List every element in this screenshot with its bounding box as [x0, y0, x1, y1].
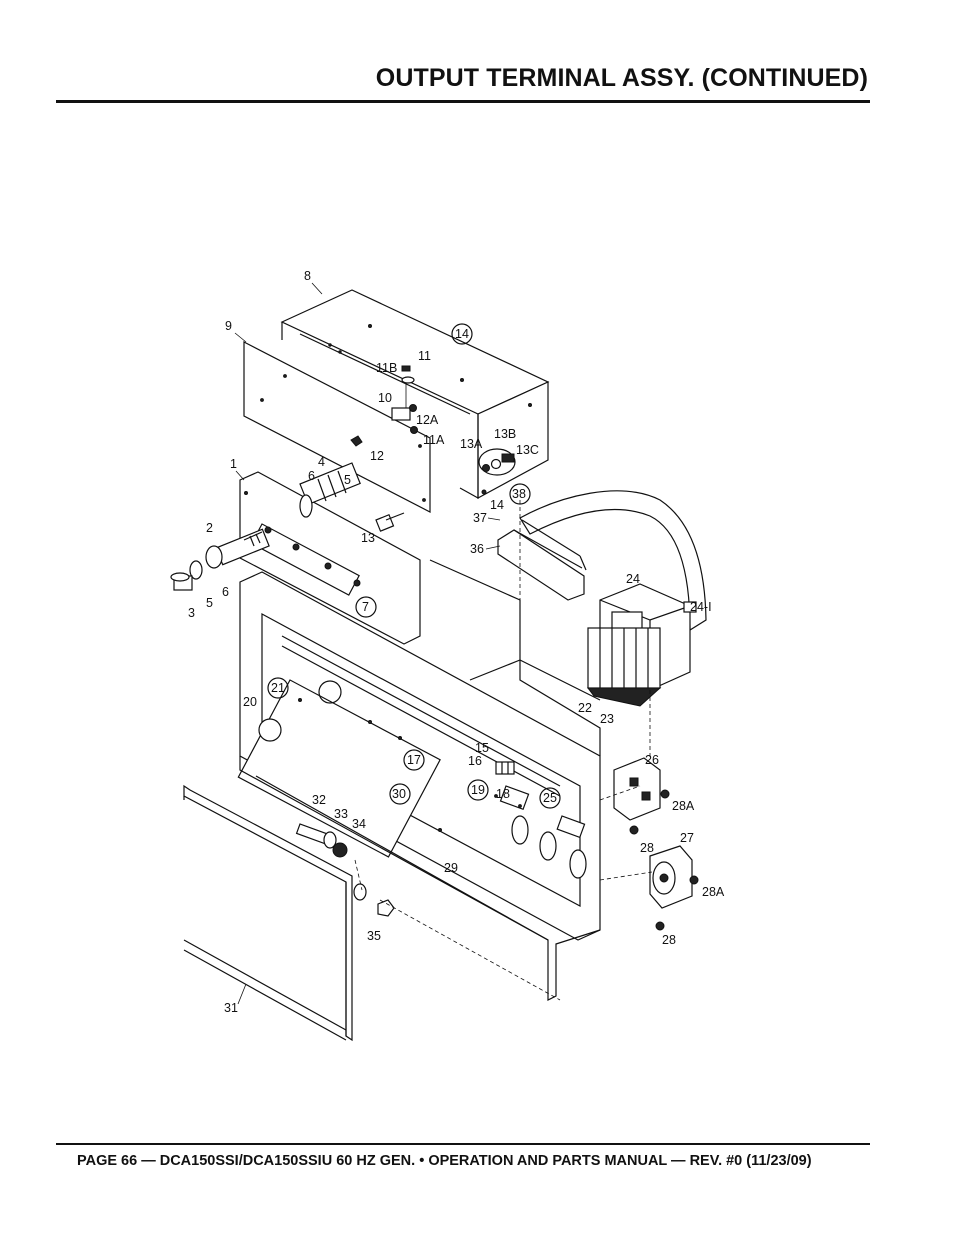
front-panel-plate	[243, 341, 431, 513]
svg-text:13C: 13C	[516, 443, 539, 457]
mounting-bracket	[497, 490, 707, 632]
svg-text:11B: 11B	[376, 361, 397, 375]
header-rule	[56, 100, 870, 103]
svg-text:28: 28	[662, 933, 676, 947]
svg-text:27: 27	[680, 831, 694, 845]
svg-text:22: 22	[578, 701, 592, 715]
svg-text:13A: 13A	[460, 437, 483, 451]
svg-text:3: 3	[188, 606, 195, 620]
svg-text:20: 20	[243, 695, 257, 709]
svg-text:12A: 12A	[416, 413, 439, 427]
receptacle-26	[613, 757, 670, 835]
terminal-stud-2	[170, 528, 270, 591]
svg-text:36: 36	[470, 542, 484, 556]
svg-text:8: 8	[304, 269, 311, 283]
svg-text:24-I: 24-I	[690, 600, 712, 614]
receptacle-27	[649, 845, 699, 931]
access-door-panel	[183, 784, 353, 1042]
svg-text:28A: 28A	[702, 885, 725, 899]
svg-text:35: 35	[367, 929, 381, 943]
connector-group-13	[478, 448, 516, 495]
svg-text:11: 11	[418, 349, 431, 363]
svg-text:4: 4	[318, 455, 325, 469]
svg-text:13: 13	[361, 531, 375, 545]
terminal-stud-4	[299, 462, 405, 532]
svg-text:25: 25	[543, 791, 557, 805]
svg-text:32: 32	[312, 793, 326, 807]
svg-text:33: 33	[334, 807, 348, 821]
terminal-bolt-set	[350, 365, 418, 447]
svg-text:1: 1	[230, 457, 237, 471]
svg-text:17: 17	[407, 753, 421, 767]
svg-text:5: 5	[206, 596, 213, 610]
svg-text:21: 21	[271, 681, 285, 695]
svg-text:10: 10	[378, 391, 392, 405]
svg-text:34: 34	[352, 817, 366, 831]
svg-text:19: 19	[471, 783, 485, 797]
svg-text:14: 14	[455, 327, 469, 341]
svg-text:5: 5	[344, 473, 351, 487]
svg-text:37: 37	[473, 511, 487, 525]
main-control-frame	[0, 0, 601, 1001]
page-footer: PAGE 66 — DCA150SSI/DCA150SSIU 60 HZ GEN…	[77, 1153, 812, 1169]
svg-text:38: 38	[512, 487, 526, 501]
svg-text:29: 29	[444, 861, 458, 875]
svg-text:12: 12	[370, 449, 384, 463]
svg-text:11A: 11A	[423, 433, 445, 447]
contactor-assembly	[587, 583, 697, 707]
svg-text:23: 23	[600, 712, 614, 726]
part-labels: 8 9 14 11B 11 10 12A 11A 12 13A 13B 13C …	[188, 269, 725, 1015]
svg-text:6: 6	[222, 585, 229, 599]
svg-text:15: 15	[475, 741, 489, 755]
svg-text:6: 6	[308, 469, 315, 483]
svg-text:31: 31	[224, 1001, 238, 1015]
svg-text:16: 16	[468, 754, 482, 768]
footer-rule	[56, 1143, 870, 1145]
svg-text:18: 18	[496, 787, 510, 801]
svg-text:26: 26	[645, 753, 659, 767]
svg-text:7: 7	[362, 600, 369, 614]
svg-text:13B: 13B	[494, 427, 516, 441]
svg-text:9: 9	[225, 319, 232, 333]
door-hardware	[295, 823, 395, 917]
svg-text:2: 2	[206, 521, 213, 535]
svg-text:28A: 28A	[672, 799, 695, 813]
page-title: OUTPUT TERMINAL ASSY. (CONTINUED)	[375, 64, 868, 92]
svg-text:28: 28	[640, 841, 654, 855]
terminal-plate	[239, 471, 421, 645]
svg-text:14: 14	[490, 498, 504, 512]
svg-text:30: 30	[392, 787, 406, 801]
exploded-parts-diagram: 8 9 14 11B 11 10 12A 11A 12 13A 13B 13C …	[0, 0, 750, 1055]
svg-text:24: 24	[626, 572, 640, 586]
leader-lines	[354, 500, 653, 1001]
